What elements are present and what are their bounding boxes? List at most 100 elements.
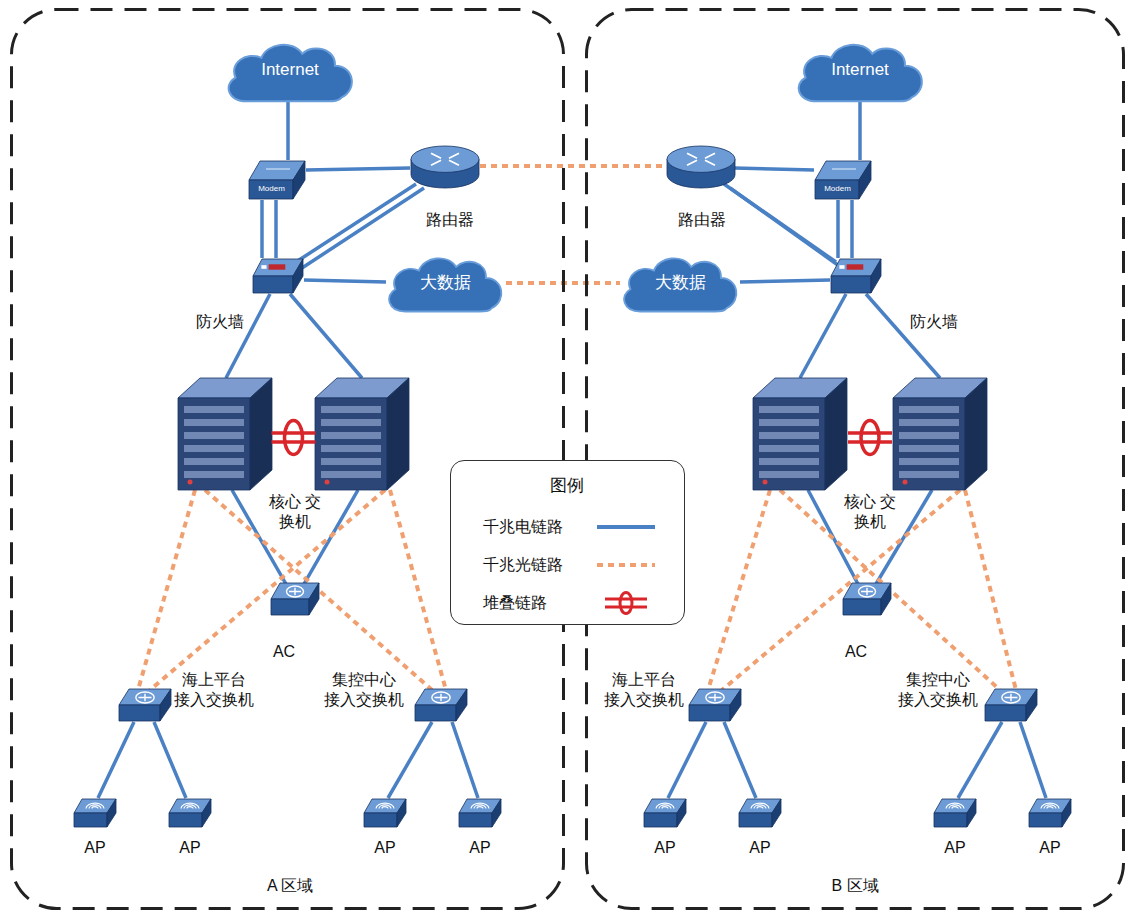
copper-link <box>226 294 270 378</box>
icon-face <box>397 799 406 827</box>
modem-detail <box>266 168 290 169</box>
modem-detail <box>832 168 856 169</box>
switch-slot <box>899 419 959 426</box>
ap-node: AP <box>734 796 789 866</box>
region-outline <box>10 8 565 910</box>
switch-slot <box>759 419 819 426</box>
stack-link <box>285 421 303 455</box>
fiber-link <box>965 490 1016 690</box>
firewall-mark <box>839 265 844 269</box>
icon-face <box>202 799 211 827</box>
switch-slot <box>899 445 959 452</box>
switch-symbol <box>287 586 304 597</box>
icon-face <box>459 813 492 827</box>
icon-face <box>107 799 116 827</box>
copper-link <box>866 294 940 378</box>
ap-icon <box>738 798 782 828</box>
icon-face <box>178 398 250 490</box>
switch-slot <box>759 432 819 439</box>
copper-link <box>1020 722 1046 798</box>
firewall-node: 防火墙 <box>196 256 308 336</box>
wifi-symbol <box>187 807 193 809</box>
legend-row: 千兆光链路 <box>451 553 683 577</box>
copper-link <box>98 722 134 798</box>
wifi-symbol <box>1047 807 1053 809</box>
copper-link <box>836 200 840 258</box>
copper-link <box>724 722 756 798</box>
icon-face <box>1062 799 1071 827</box>
switch-slot <box>321 471 381 478</box>
icon-face <box>293 259 303 293</box>
switch-slot <box>184 406 244 413</box>
switch-symbol <box>136 692 154 703</box>
switch-slot <box>899 458 959 465</box>
fiber-link <box>480 164 668 168</box>
ap-node: AP <box>69 796 124 866</box>
icon-face <box>677 799 686 827</box>
node-label: AP <box>734 838 786 858</box>
wifi-symbol <box>474 805 486 809</box>
icon-face <box>309 583 319 615</box>
switch-symbol <box>432 692 450 703</box>
fiber-link <box>150 490 385 690</box>
node-label: AC <box>834 642 878 662</box>
legend-swatch <box>595 553 657 577</box>
node-label: Modem <box>815 184 860 194</box>
core-node: 核心 交换机 <box>750 375 990 535</box>
fiber-link <box>138 490 195 690</box>
switch-icon <box>414 688 468 722</box>
firewall-mark <box>269 264 286 269</box>
copper-link <box>286 102 290 160</box>
modem-icon <box>814 160 872 200</box>
switch-slot <box>184 471 244 478</box>
switch-slot <box>321 419 381 426</box>
copper-link <box>734 168 814 170</box>
cloud-node: Internet <box>792 38 931 104</box>
ap-icon <box>168 798 212 828</box>
ap-icon <box>73 798 117 828</box>
copper-link <box>800 294 846 378</box>
switch-slot <box>321 432 381 439</box>
wifi-symbol <box>751 803 769 808</box>
stack-link <box>848 433 892 442</box>
region-area: A 区域InternetModem路由器防火墙大数据核心 交换机AC海上平台 接… <box>10 8 565 910</box>
icon-face <box>293 161 305 199</box>
region-border <box>12 10 564 909</box>
node-label: 集控中心 接入交换机 <box>322 670 406 710</box>
icon-face <box>753 398 825 490</box>
icon-face <box>843 599 881 615</box>
icon-face <box>689 705 730 721</box>
cloud-node: Internet <box>222 38 361 104</box>
firewall-node: 防火墙 <box>828 256 967 336</box>
node-label: Internet <box>222 59 358 80</box>
switch-node: 集控中心 接入交换机 <box>322 668 470 724</box>
icon-face <box>415 705 456 721</box>
wifi-symbol <box>662 807 668 809</box>
node-label: AP <box>929 838 981 858</box>
icon-face <box>644 813 677 827</box>
node-label: 海上平台 接入交换机 <box>602 670 686 710</box>
fiber-link <box>708 490 770 690</box>
icon-face <box>253 276 293 293</box>
ap-node: AP <box>454 796 509 866</box>
switch-led <box>763 480 768 485</box>
node-label: 海上平台 接入交换机 <box>172 670 256 710</box>
node-label: AP <box>639 838 691 858</box>
ac-node: AC <box>832 580 902 668</box>
legend-swatch <box>595 591 657 615</box>
icon-face <box>492 799 501 827</box>
icon-face <box>985 705 1026 721</box>
modem-node: Modem <box>814 160 872 200</box>
switch-slot <box>759 406 819 413</box>
wifi-symbol <box>656 803 674 808</box>
switch-symbol <box>859 586 876 597</box>
icon-face <box>160 689 171 721</box>
ap-icon <box>933 798 977 828</box>
switch-slot <box>321 406 381 413</box>
wifi-symbol <box>181 803 199 808</box>
icon-face <box>893 398 965 490</box>
legend-stack <box>605 599 647 607</box>
copper-link <box>296 184 416 262</box>
fiber-link <box>722 490 960 690</box>
